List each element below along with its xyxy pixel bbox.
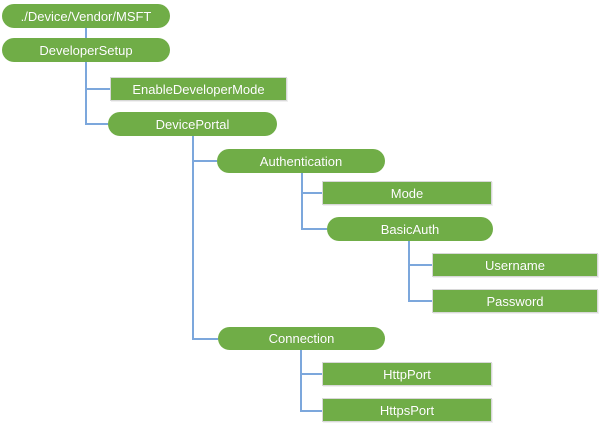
node-developersetup: DeveloperSetup [2,38,170,62]
connector-branch-enabledevelopermode [85,88,110,90]
node-deviceportal: DevicePortal [108,112,277,136]
connector-branch-mode [301,192,322,194]
node-mode: Mode [322,181,492,205]
connector-deviceportal-trunk [192,136,194,340]
node-connection: Connection [218,327,385,350]
connector-authentication-trunk [301,173,303,230]
connector-basicauth-trunk [408,241,410,302]
node-enabledevelopermode: EnableDeveloperMode [110,77,287,101]
connector-branch-connection [192,338,218,340]
connector-root-developersetup [85,28,87,38]
connector-branch-httpsport [300,410,322,412]
connector-branch-httpport [300,373,322,375]
connector-branch-username [408,264,432,266]
connector-connection-trunk [300,350,302,412]
node-basicauth: BasicAuth [327,217,493,241]
connector-branch-basicauth [301,228,327,230]
node-authentication: Authentication [217,149,385,173]
connector-branch-password [408,300,432,302]
node-device-vendor-msft: ./Device/Vendor/MSFT [2,4,170,28]
node-httpsport: HttpsPort [322,398,492,422]
node-username: Username [432,253,598,277]
node-httpport: HttpPort [322,362,492,386]
connector-branch-authentication [192,160,217,162]
node-password: Password [432,289,598,313]
connector-developersetup-trunk [85,62,87,125]
connector-branch-deviceportal [85,123,108,125]
